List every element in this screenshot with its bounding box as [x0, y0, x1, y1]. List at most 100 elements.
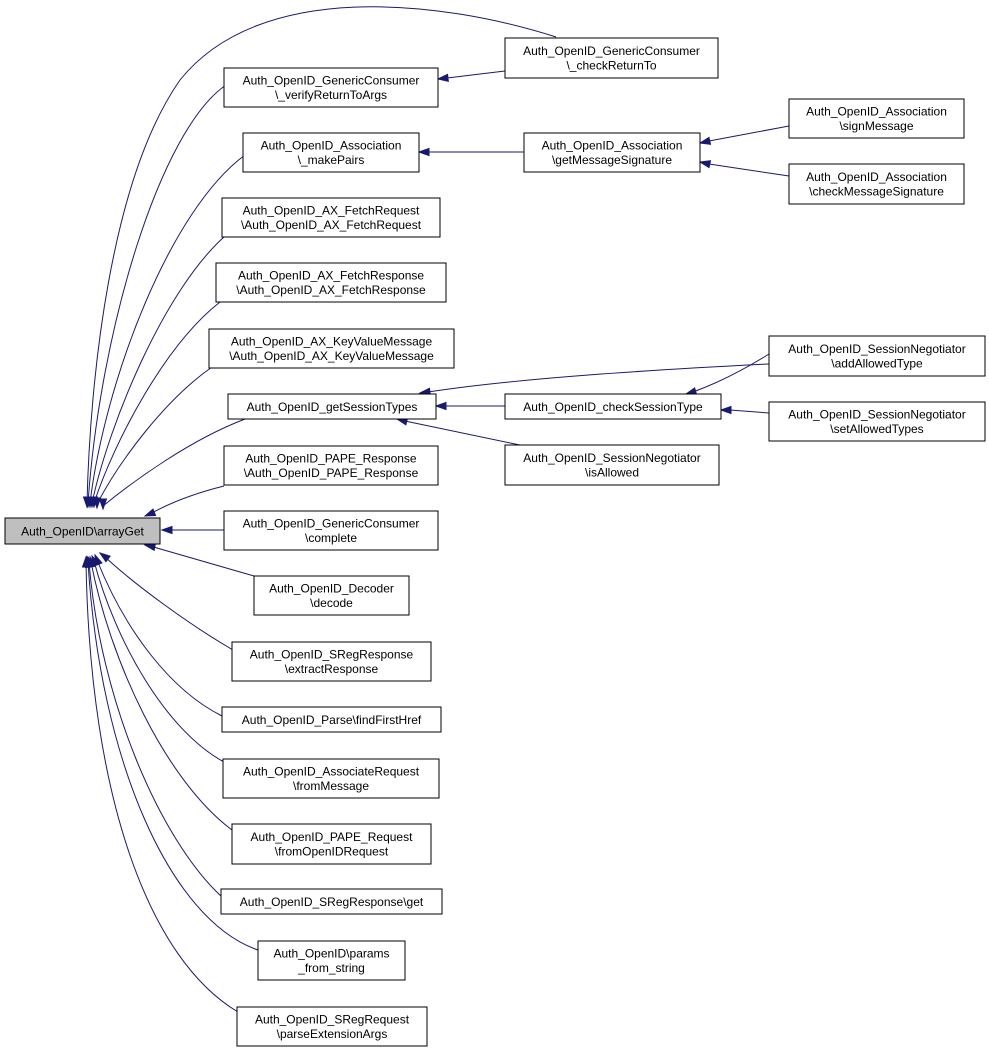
arrowhead-icon	[434, 401, 447, 411]
node-box[interactable]	[220, 888, 443, 915]
arrowhead-icon	[98, 498, 108, 511]
graph-node-as-mp[interactable]: Auth_OpenID_Association\_makePairs	[242, 132, 420, 173]
graph-node-cst[interactable]: Auth_OpenID_checkSessionType	[504, 393, 722, 420]
node-label: Auth_OpenID_Association	[261, 139, 402, 153]
call-edge	[404, 420, 521, 446]
nodes: Auth_OpenID\arrayGet Auth_OpenID_GenericC…	[4, 37, 986, 1047]
graph-node-params[interactable]: Auth_OpenID\params_from_string	[257, 940, 406, 981]
call-edge	[90, 561, 233, 831]
node-label: \_makePairs	[298, 153, 365, 167]
node-label: \fromOpenIDRequest	[275, 845, 389, 859]
node-label: \addAllowedType	[831, 357, 923, 371]
node-label: Auth_OpenID_AX_KeyValueMessage	[231, 335, 433, 349]
graph-node-sreg-get[interactable]: Auth_OpenID_SRegResponse\get	[220, 888, 443, 915]
arrowhead-icon	[98, 552, 111, 563]
node-box[interactable]	[208, 328, 455, 369]
node-box[interactable]	[223, 67, 439, 108]
node-box[interactable]	[215, 262, 447, 303]
node-box[interactable]	[231, 823, 432, 865]
node-box[interactable]	[222, 758, 440, 799]
node-label: Auth_OpenID_Association	[542, 139, 683, 153]
call-edge	[93, 560, 225, 763]
graph-node-gc-crt[interactable]: Auth_OpenID_GenericConsumer\_checkReturn…	[504, 37, 719, 79]
node-label: Auth_OpenID_AX_FetchRequest	[243, 204, 420, 218]
call-edge	[85, 561, 239, 1013]
node-label: \isAllowed	[585, 466, 639, 480]
node-box[interactable]	[257, 940, 406, 981]
node-label: Auth_OpenID_SRegResponse	[250, 648, 414, 662]
edges	[81, 6, 790, 1013]
node-label: \complete	[305, 531, 357, 545]
graph-node-dec[interactable]: Auth_OpenID_Decoder\decode	[253, 575, 410, 616]
node-label: Auth_OpenID\arrayGet	[21, 524, 144, 538]
node-label: \_checkReturnTo	[566, 59, 656, 73]
call-edge	[446, 70, 506, 79]
node-label: Auth_OpenID_Association	[806, 170, 947, 184]
graph-node-pape-resp[interactable]: Auth_OpenID_PAPE_Response\Auth_OpenID_PA…	[223, 445, 439, 486]
graph-node-root[interactable]: Auth_OpenID\arrayGet	[4, 517, 161, 545]
graph-node-gc-vrta[interactable]: Auth_OpenID_GenericConsumer\_verifyRetur…	[223, 67, 439, 108]
call-edge	[103, 555, 234, 651]
call-edge	[102, 418, 246, 507]
node-label: Auth_OpenID_SessionNegotiator	[788, 342, 965, 356]
node-label: Auth_OpenID_SessionNegotiator	[523, 451, 700, 465]
graph-node-parse-ffh[interactable]: Auth_OpenID_Parse\findFirstHref	[221, 706, 442, 733]
node-box[interactable]	[504, 444, 720, 486]
node-box[interactable]	[236, 1006, 428, 1047]
graph-node-ax-fresp[interactable]: Auth_OpenID_AX_FetchResponse\Auth_OpenID…	[215, 262, 447, 303]
graph-node-sn-sat[interactable]: Auth_OpenID_SessionNegotiator\setAllowed…	[768, 401, 986, 442]
arrowhead-icon	[160, 525, 173, 535]
graph-node-gst[interactable]: Auth_OpenID_getSessionTypes	[227, 393, 437, 420]
arrowhead-icon	[92, 497, 102, 510]
node-box[interactable]	[504, 37, 719, 79]
graph-node-ax-kvm[interactable]: Auth_OpenID_AX_KeyValueMessage\Auth_Open…	[208, 328, 455, 369]
node-box[interactable]	[231, 641, 432, 682]
call-edge	[88, 561, 223, 898]
graph-node-gc-comp[interactable]: Auth_OpenID_GenericConsumer\complete	[223, 510, 439, 551]
node-label: Auth_OpenID_Decoder	[269, 582, 394, 596]
graph-node-as-cms[interactable]: Auth_OpenID_Association\checkMessageSign…	[788, 163, 965, 205]
node-label: Auth_OpenID_checkSessionType	[523, 400, 703, 414]
node-label: Auth_OpenID_AX_FetchResponse	[238, 269, 424, 283]
graph-node-sn-aat[interactable]: Auth_OpenID_SessionNegotiator\addAllowed…	[768, 335, 986, 377]
call-edge	[89, 154, 246, 504]
call-edge	[149, 485, 225, 515]
node-box[interactable]	[253, 575, 410, 616]
graph-node-as-gms[interactable]: Auth_OpenID_Association\getMessageSignat…	[523, 132, 701, 173]
node-label: \Auth_OpenID_PAPE_Response	[244, 466, 419, 480]
node-label: \Auth_OpenID_AX_FetchRequest	[241, 218, 422, 232]
node-label: Auth_OpenID_GenericConsumer	[243, 517, 420, 531]
node-label: \getMessageSignature	[552, 153, 672, 167]
node-label: \fromMessage	[293, 779, 369, 793]
arrowhead-icon	[81, 555, 91, 568]
node-label: Auth_OpenID_getSessionTypes	[247, 400, 418, 414]
node-box[interactable]	[242, 132, 420, 173]
graph-node-ax-freq[interactable]: Auth_OpenID_AX_FetchRequest\Auth_OpenID_…	[221, 197, 441, 238]
node-box[interactable]	[768, 401, 986, 442]
node-label: Auth_OpenID_GenericConsumer	[523, 44, 700, 58]
graph-node-pape-req[interactable]: Auth_OpenID_PAPE_Request\fromOpenIDReque…	[231, 823, 432, 865]
node-box[interactable]	[221, 197, 441, 238]
arrowhead-icon	[719, 405, 732, 415]
node-box[interactable]	[523, 132, 701, 173]
node-box[interactable]	[788, 98, 965, 139]
call-edge	[86, 6, 557, 504]
call-edge	[96, 559, 223, 717]
graph-node-ar-fm[interactable]: Auth_OpenID_AssociateRequest\fromMessage	[222, 758, 440, 799]
graph-node-sn-ia[interactable]: Auth_OpenID_SessionNegotiator\isAllowed	[504, 444, 720, 486]
graph-node-as-sm[interactable]: Auth_OpenID_Association\signMessage	[788, 98, 965, 139]
node-box[interactable]	[223, 445, 439, 486]
arrowhead-icon	[436, 73, 449, 83]
node-box[interactable]	[223, 510, 439, 551]
node-box[interactable]	[768, 335, 986, 377]
node-box[interactable]	[4, 517, 161, 545]
graph-node-sreg-pea[interactable]: Auth_OpenID_SRegRequest\parseExtensionAr…	[236, 1006, 428, 1047]
node-box[interactable]	[504, 393, 722, 420]
node-box[interactable]	[788, 163, 965, 205]
arrowhead-icon	[698, 160, 712, 169]
node-label: \parseExtensionArgs	[277, 1027, 388, 1041]
node-box[interactable]	[221, 706, 442, 733]
node-box[interactable]	[227, 393, 437, 420]
graph-node-sreg-er[interactable]: Auth_OpenID_SRegResponse\extractResponse	[231, 641, 432, 682]
